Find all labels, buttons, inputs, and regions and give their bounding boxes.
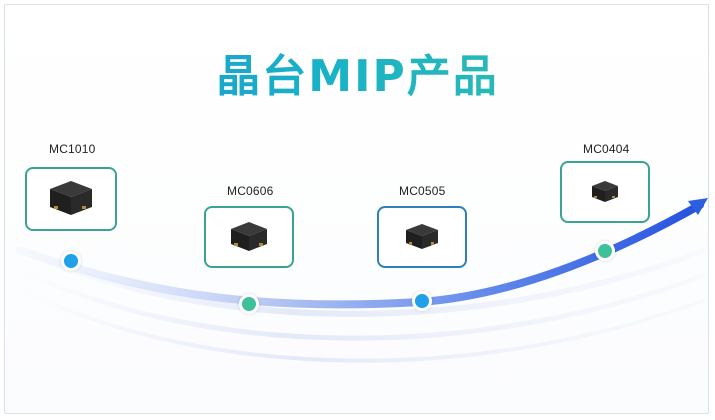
led-chip-icon [231, 222, 267, 251]
product-label-mc0404: MC0404 [583, 142, 630, 156]
page-title: 晶台MIP产品 [0, 40, 715, 104]
arrow-head-icon [688, 198, 708, 215]
product-label-mc0505: MC0505 [399, 184, 446, 198]
timeline-node-3 [412, 291, 432, 311]
timeline-node-1 [61, 251, 81, 271]
led-chip-icon [50, 181, 92, 215]
product-card-mc0404 [560, 161, 650, 223]
product-card-mc1010 [25, 167, 117, 231]
ghost-curve-3 [19, 288, 706, 363]
product-label-mc1010: MC1010 [49, 142, 96, 156]
ghost-curve-2 [18, 267, 706, 341]
led-chip-icon [406, 224, 438, 249]
timeline-node-2 [239, 294, 259, 314]
timeline-node-4 [595, 241, 615, 261]
led-chip-icon [592, 181, 618, 202]
product-card-mc0606 [204, 206, 294, 268]
product-label-mc0606: MC0606 [227, 184, 274, 198]
product-card-mc0505 [377, 206, 467, 268]
ghost-curve-1 [18, 247, 707, 317]
